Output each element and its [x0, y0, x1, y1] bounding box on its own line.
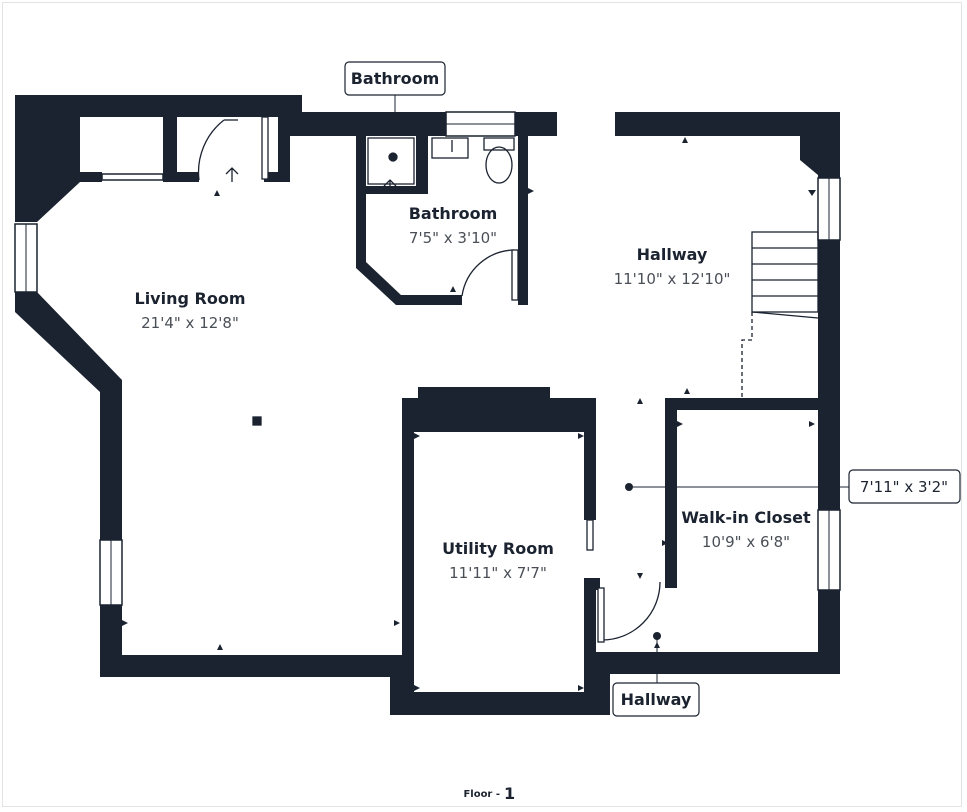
walls [15, 95, 840, 715]
floor-label: Floor - [463, 789, 500, 800]
door-bathroom-swing [461, 249, 515, 297]
wall-right-upper [818, 240, 840, 510]
callout-dimension-label: 7'11" x 3'2" [860, 478, 948, 496]
wall-utility-top [402, 398, 595, 432]
room-dims-hallway: 11'10" x 12'10" [614, 270, 731, 288]
room-dims-bathroom: 7'5" x 3'10" [409, 229, 497, 247]
room-name-walk-in-closet: Walk-in Closet [681, 508, 811, 527]
windows [14, 111, 841, 606]
callout-bathroom-label: Bathroom [351, 69, 440, 88]
room-utility-room: Utility Room 11'11" x 7'7" [442, 539, 554, 582]
sink [431, 137, 469, 159]
room-bathroom: Bathroom 7'5" x 3'10" [409, 204, 498, 247]
wall-utility-right-low [584, 578, 596, 698]
callout-hallway-label: Hallway [621, 690, 692, 709]
shower-drain [388, 152, 398, 162]
wall-bath-left [356, 130, 366, 268]
measurement-markers [122, 137, 816, 691]
callout-bathroom: Bathroom [344, 61, 446, 112]
wall-bath-bottom [396, 295, 462, 305]
shower [367, 137, 415, 185]
stairs [751, 231, 819, 313]
wall-closet-left [665, 398, 677, 588]
floor-indicator: Floor - 1 [463, 784, 515, 803]
column [252, 416, 262, 426]
wall-closet2-right [278, 117, 290, 182]
fixtures [225, 137, 819, 426]
wall-bath-right [518, 130, 528, 305]
toilet-tank [483, 137, 515, 151]
wall-top-left [15, 95, 302, 117]
doors [197, 116, 661, 643]
room-name-living-room: Living Room [135, 289, 246, 308]
door-utility-panel [586, 519, 594, 551]
arrow-closet [225, 167, 239, 182]
door-bathroom-panel [511, 249, 519, 301]
wall-bath-chamfer [356, 262, 402, 305]
wall-closet1-left [163, 117, 177, 182]
room-name-hallway: Hallway [637, 245, 708, 264]
wall-closet2-bottom [163, 172, 199, 182]
wall-closet1-bottom [80, 172, 102, 182]
wall-bottom-mid [390, 692, 610, 715]
wall-utility-top-bump [418, 387, 550, 401]
wall-top-right-corner [800, 112, 840, 178]
wall-utility-left [402, 398, 414, 715]
wall-bottom-right [588, 652, 840, 674]
door-hallway-swing [601, 581, 661, 641]
room-living-room: Living Room 21'4" x 12'8" [135, 289, 246, 332]
door-hallway-panel [597, 587, 605, 643]
callout-dimension: 7'11" x 3'2" [625, 469, 961, 504]
room-dims-walk-in-closet: 10'9" x 6'8" [702, 533, 790, 551]
callout-hallway: Hallway [612, 632, 700, 717]
wall-top-left-chamfer [15, 95, 80, 222]
room-hallway: Hallway 11'10" x 12'10" [614, 245, 731, 288]
wall-utility-right-top [584, 398, 596, 520]
wall-bottom-left [100, 655, 412, 677]
room-dims-living-room: 21'4" x 12'8" [141, 314, 239, 332]
floor-number: 1 [504, 784, 515, 803]
wall-closet2-bottom-right [264, 172, 290, 182]
wall-left-diagonal [15, 292, 122, 540]
room-dims-utility-room: 11'11" x 7'7" [449, 564, 547, 582]
toilet-bowl [485, 146, 513, 184]
door-closet-swing [197, 119, 225, 181]
wall-bath-inner [416, 130, 428, 194]
stairs-dashed-line [741, 312, 753, 398]
room-name-utility-room: Utility Room [442, 539, 554, 558]
wall-closet-top [665, 398, 840, 410]
room-name-bathroom: Bathroom [409, 204, 498, 223]
wall-bath-shower-bottom [366, 186, 428, 194]
door-closet-panel [261, 116, 269, 180]
window-closet-sliding [101, 173, 164, 181]
arrow-shower [383, 179, 397, 194]
room-walk-in-closet: Walk-in Closet 10'9" x 6'8" [681, 508, 811, 551]
